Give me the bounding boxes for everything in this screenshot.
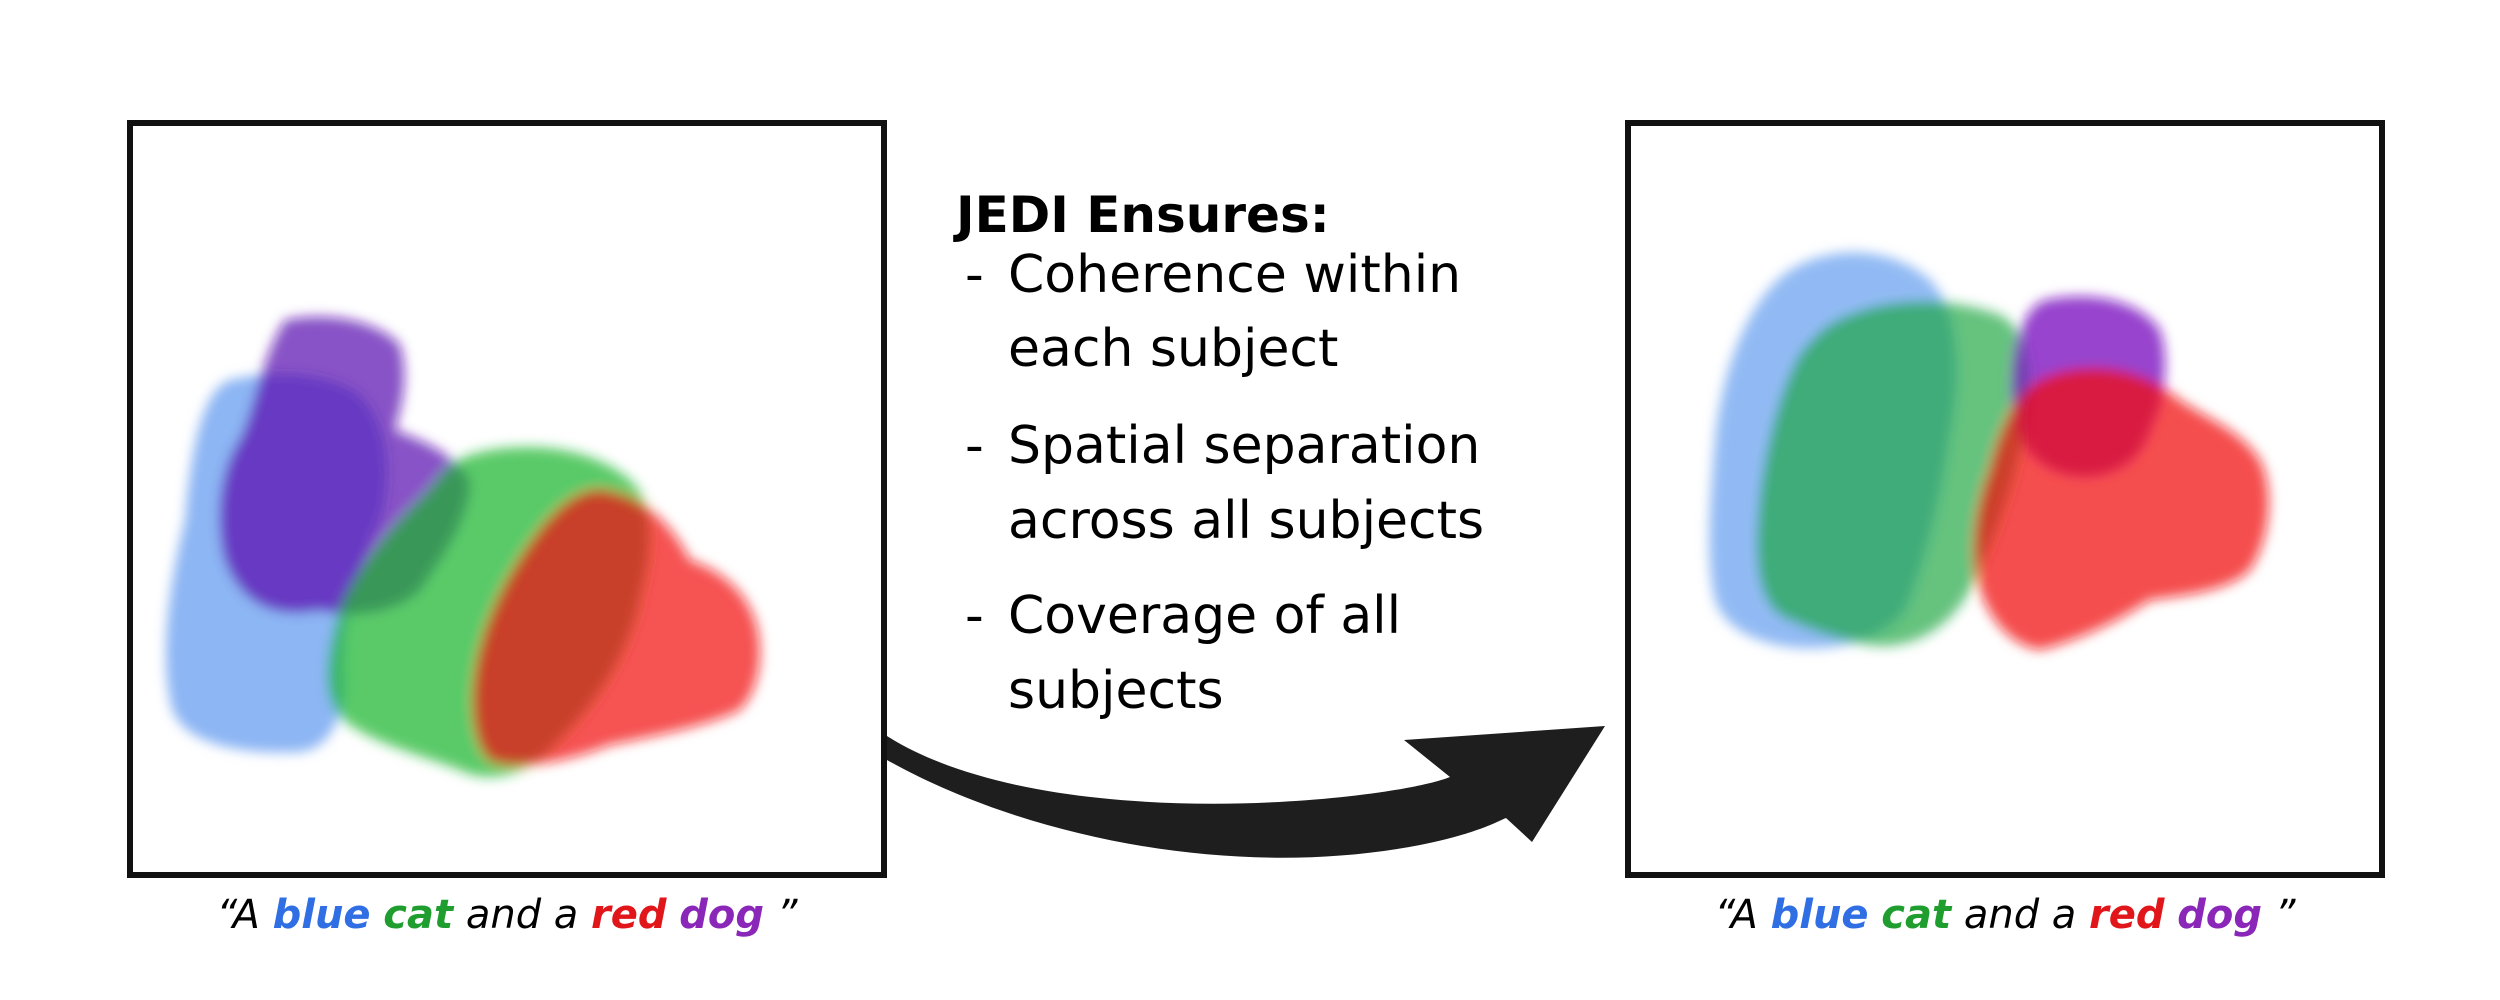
bullet-dash: -	[965, 245, 984, 305]
caption-middle-text: and a	[466, 892, 591, 938]
bullet-dash: -	[965, 416, 984, 476]
caption-word-red: red	[2089, 892, 2165, 938]
right-blob-cluster	[1709, 252, 2269, 650]
bullet-line: across all subjects	[1008, 491, 1484, 551]
caption-close-quote: ”	[777, 892, 798, 938]
bullet-line: each subject	[1008, 319, 1338, 379]
caption-word-cat: cat	[1881, 892, 1953, 938]
left-caption: “A blue cat and a red dog ”	[217, 892, 798, 938]
caption-open-quote: “A	[1715, 892, 1771, 938]
bullet-item-coverage: - Coverage of all subjects	[965, 586, 1401, 721]
left-blob-cluster	[165, 316, 760, 777]
caption-word-dog: dog	[2177, 892, 2262, 938]
bullet-item-coherence: - Coherence within each subject	[965, 245, 1461, 379]
caption-word-cat: cat	[383, 892, 455, 938]
bullet-item-spatial-separation: - Spatial separation across all subjects	[965, 416, 1484, 551]
caption-word-blue: blue	[273, 892, 371, 938]
bullet-dash: -	[965, 586, 984, 646]
caption-middle-text: and a	[1964, 892, 2089, 938]
right-caption: “A blue cat and a red dog ”	[1715, 892, 2296, 938]
right-red-blob	[1974, 368, 2269, 650]
caption-word-dog: dog	[679, 892, 764, 938]
right-green-blob	[1757, 301, 2030, 646]
bullet-list: - Coherence within each subject - Spatia…	[965, 245, 1484, 721]
bullet-line: Spatial separation	[1008, 416, 1480, 476]
transition-arrow	[887, 726, 1605, 858]
left-red-blob	[473, 490, 760, 765]
bullet-line: Coherence within	[1008, 245, 1461, 305]
bullet-line: subjects	[1008, 661, 1224, 721]
caption-close-quote: ”	[2275, 892, 2296, 938]
caption-open-quote: “A	[217, 892, 273, 938]
bullet-line: Coverage of all	[1008, 586, 1401, 646]
caption-word-red: red	[591, 892, 667, 938]
caption-word-blue: blue	[1771, 892, 1869, 938]
diagram-title: JEDI Ensures:	[953, 186, 1330, 244]
